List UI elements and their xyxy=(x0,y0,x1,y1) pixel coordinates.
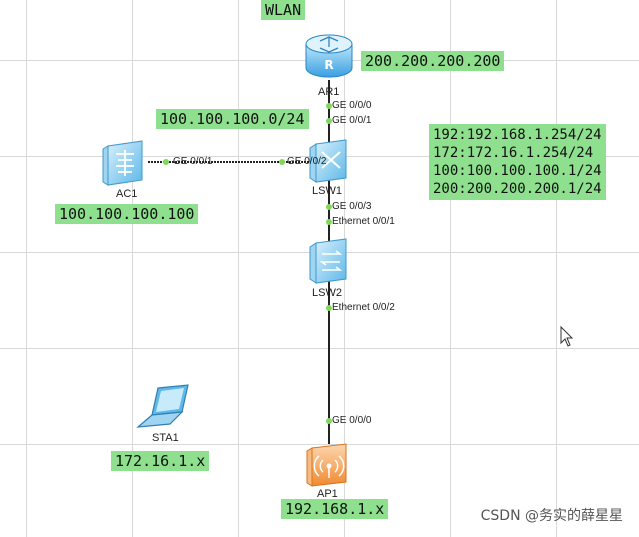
port-dot-lsw2-down xyxy=(326,305,332,311)
lsw1-label: LSW1 xyxy=(312,185,342,197)
access-controller-icon[interactable] xyxy=(102,140,143,186)
port-dot-lsw1-up xyxy=(326,118,332,124)
sta1-ip-label: 172.16.1.x xyxy=(111,451,210,471)
vlanif-line: 200:200.200.200.1/24 xyxy=(433,181,602,197)
vlanif-line: 192:192.168.1.254/24 xyxy=(433,127,602,143)
ar1-label: AR1 xyxy=(318,86,340,98)
laptop-icon[interactable] xyxy=(136,384,189,428)
sta1-label: STA1 xyxy=(152,432,179,444)
port-label-ar1-down: GE 0/0/0 xyxy=(332,100,372,111)
port-label-lsw1-up: GE 0/0/1 xyxy=(332,115,372,126)
port-dot-ac1 xyxy=(163,159,169,165)
port-dot-lsw1-left xyxy=(279,159,285,165)
port-label-lsw2-up: Ethernet 0/0/1 xyxy=(332,216,395,227)
lsw2-label: LSW2 xyxy=(312,287,342,299)
port-dot-ap1-up xyxy=(326,418,332,424)
svg-text:R: R xyxy=(324,58,333,72)
ap1-ip-label: 192.168.1.x xyxy=(281,499,389,519)
switch-icon[interactable] xyxy=(309,139,347,183)
switch-icon[interactable] xyxy=(309,238,347,284)
ac1-label: AC1 xyxy=(116,188,138,200)
vlanif-ip-block: 192:192.168.1.254/24 172:172.16.1.254/24… xyxy=(429,124,606,200)
port-label-ap1-up: GE 0/0/0 xyxy=(332,415,372,426)
router-icon[interactable]: R xyxy=(305,34,353,78)
port-label-lsw1-left: GE 0/0/2 xyxy=(287,156,327,167)
port-label-lsw1-down: GE 0/0/3 xyxy=(332,201,372,212)
watermark: CSDN @务实的薛星星 xyxy=(480,508,623,524)
diagram-title: WLAN xyxy=(261,0,306,20)
port-label-lsw2-down: Ethernet 0/0/2 xyxy=(332,302,395,313)
vlanif-line: 100:100.100.100.1/24 xyxy=(433,163,602,179)
ac1-ip-label: 100.100.100.100 xyxy=(55,204,199,224)
port-dot-ar1-down xyxy=(326,103,332,109)
mouse-cursor-icon xyxy=(560,325,574,347)
ar1-ip-label: 200.200.200.200 xyxy=(361,51,505,71)
port-dot-lsw1-down xyxy=(326,204,332,210)
access-point-icon[interactable] xyxy=(306,443,347,487)
vlanif-line: 172:172.16.1.254/24 xyxy=(433,145,594,161)
port-dot-lsw2-up xyxy=(326,219,332,225)
port-label-ac1: GE 0/0/1 xyxy=(173,156,213,167)
network-label: 100.100.100.0/24 xyxy=(156,109,309,129)
ap1-label: AP1 xyxy=(317,488,338,500)
